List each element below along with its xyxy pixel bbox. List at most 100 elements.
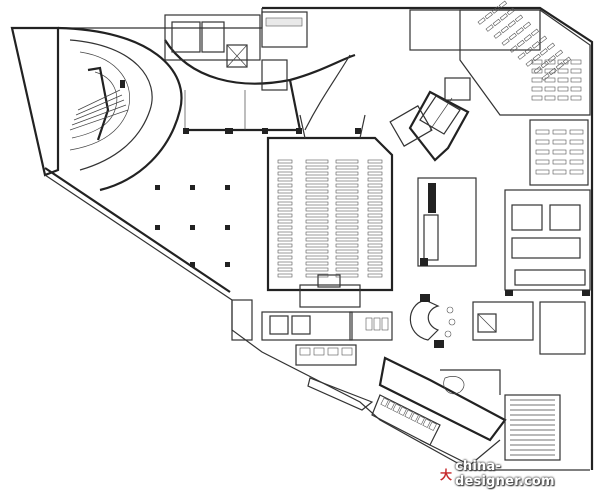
watermark-site-text: china-designer.com: [455, 459, 555, 489]
auditorium-seat-row: [305, 165, 329, 170]
auditorium-seat-row: [367, 213, 383, 218]
auditorium-seat-row: [277, 183, 293, 188]
fan-seat: [477, 17, 486, 25]
auditorium-seat-row: [305, 237, 329, 242]
class-desk: [569, 159, 584, 165]
class-desk: [569, 139, 584, 145]
auditorium-seat-row: [335, 261, 359, 266]
locker: [422, 418, 431, 428]
auditorium-seat-row: [335, 273, 359, 278]
auditorium-seat-row: [305, 213, 329, 218]
class-desk: [552, 129, 567, 135]
fan-seat-group: [493, 14, 524, 39]
fan-seat: [539, 48, 548, 56]
auditorium-seat-row: [305, 189, 329, 194]
auditorium-seat-row: [367, 183, 383, 188]
hall-seat: [544, 86, 556, 92]
auditorium-seat-row: [335, 195, 359, 200]
fan-seat-group: [525, 42, 556, 67]
auditorium-seat-row: [305, 243, 329, 248]
hall-seat: [557, 86, 569, 92]
auditorium-seat-row: [335, 201, 359, 206]
fan-seat: [525, 59, 534, 67]
auditorium-seat-row: [305, 195, 329, 200]
fan-seat: [516, 39, 525, 48]
auditorium-seat-row: [367, 273, 383, 278]
rotated-core: [389, 77, 471, 162]
auditorium-seat-row: [305, 207, 329, 212]
fan-seat: [514, 14, 524, 23]
auditorium-seat-row: [367, 207, 383, 212]
auditorium-seat-row: [305, 201, 329, 206]
hall-seat: [544, 68, 556, 74]
auditorium-seat-row: [277, 243, 293, 248]
locker: [404, 409, 413, 419]
auditorium-seat-row: [277, 231, 293, 236]
class-desk: [569, 129, 584, 135]
locker: [416, 415, 425, 425]
hall-seat: [570, 86, 582, 92]
service-rooms: [164, 11, 308, 91]
fan-seat-group: [517, 35, 548, 60]
class-desk: [552, 159, 567, 165]
auditorium-seat-row: [305, 249, 329, 254]
hall-seat: [531, 68, 543, 74]
auditorium-seat-row: [305, 225, 329, 230]
auditorium-seat-row: [305, 273, 329, 278]
lower-rooms: [231, 299, 393, 411]
fan-seat: [530, 28, 540, 37]
auditorium-seat-row: [305, 171, 329, 176]
fan-seat: [492, 18, 501, 27]
fan-seat: [562, 56, 572, 65]
auditorium-seat-row: [335, 225, 359, 230]
fan-seat-group: [533, 49, 564, 74]
auditorium-seat-row: [277, 213, 293, 218]
structural-columns: [120, 80, 361, 267]
auditorium-seat-row: [335, 177, 359, 182]
fan-seat: [554, 49, 564, 58]
auditorium-seat-row: [305, 261, 329, 266]
fan-seat: [547, 55, 556, 63]
hall-seat: [570, 68, 582, 74]
locker-group: [422, 418, 431, 428]
locker: [386, 400, 395, 410]
fan-seat: [538, 35, 548, 44]
auditorium-seat-row: [277, 159, 293, 164]
auditorium-seat-row: [367, 165, 383, 170]
hall-seat: [557, 59, 569, 65]
hall-seat: [557, 77, 569, 83]
auditorium-seat-row: [305, 255, 329, 260]
fan-seat: [523, 34, 532, 42]
auditorium-seat-row: [335, 237, 359, 242]
hall-seat: [557, 68, 569, 74]
lower-wing: [371, 356, 561, 466]
auditorium-seat-row: [335, 159, 359, 164]
locker-group: [398, 406, 407, 416]
class-desk: [552, 169, 567, 175]
fan-seat: [485, 24, 494, 32]
fan-seat: [532, 53, 541, 62]
auditorium-seat-row: [367, 189, 383, 194]
auditorium-seat-row: [305, 159, 329, 164]
fan-seat: [517, 52, 526, 60]
locker: [392, 403, 401, 413]
auditorium-seat-row: [367, 171, 383, 176]
fan-seat: [540, 60, 549, 69]
auditorium-seat-row: [367, 267, 383, 272]
auditorium-seat-row: [367, 201, 383, 206]
class-desk: [552, 149, 567, 155]
auditorium-seat-row: [277, 273, 293, 278]
auditorium-seat-row: [277, 261, 293, 266]
auditorium-seat-row: [277, 207, 293, 212]
auditorium-seat-row: [367, 219, 383, 224]
class-desk: [569, 149, 584, 155]
locker: [380, 397, 389, 407]
auditorium-seat-row: [367, 249, 383, 254]
fan-seat: [531, 41, 540, 49]
auditorium-seat-row: [335, 189, 359, 194]
cafe-table: [327, 347, 339, 356]
auditorium-seat-row: [335, 219, 359, 224]
fan-seat: [501, 38, 510, 46]
auditorium-seat-row: [305, 231, 329, 236]
auditorium-seat-row: [335, 267, 359, 272]
